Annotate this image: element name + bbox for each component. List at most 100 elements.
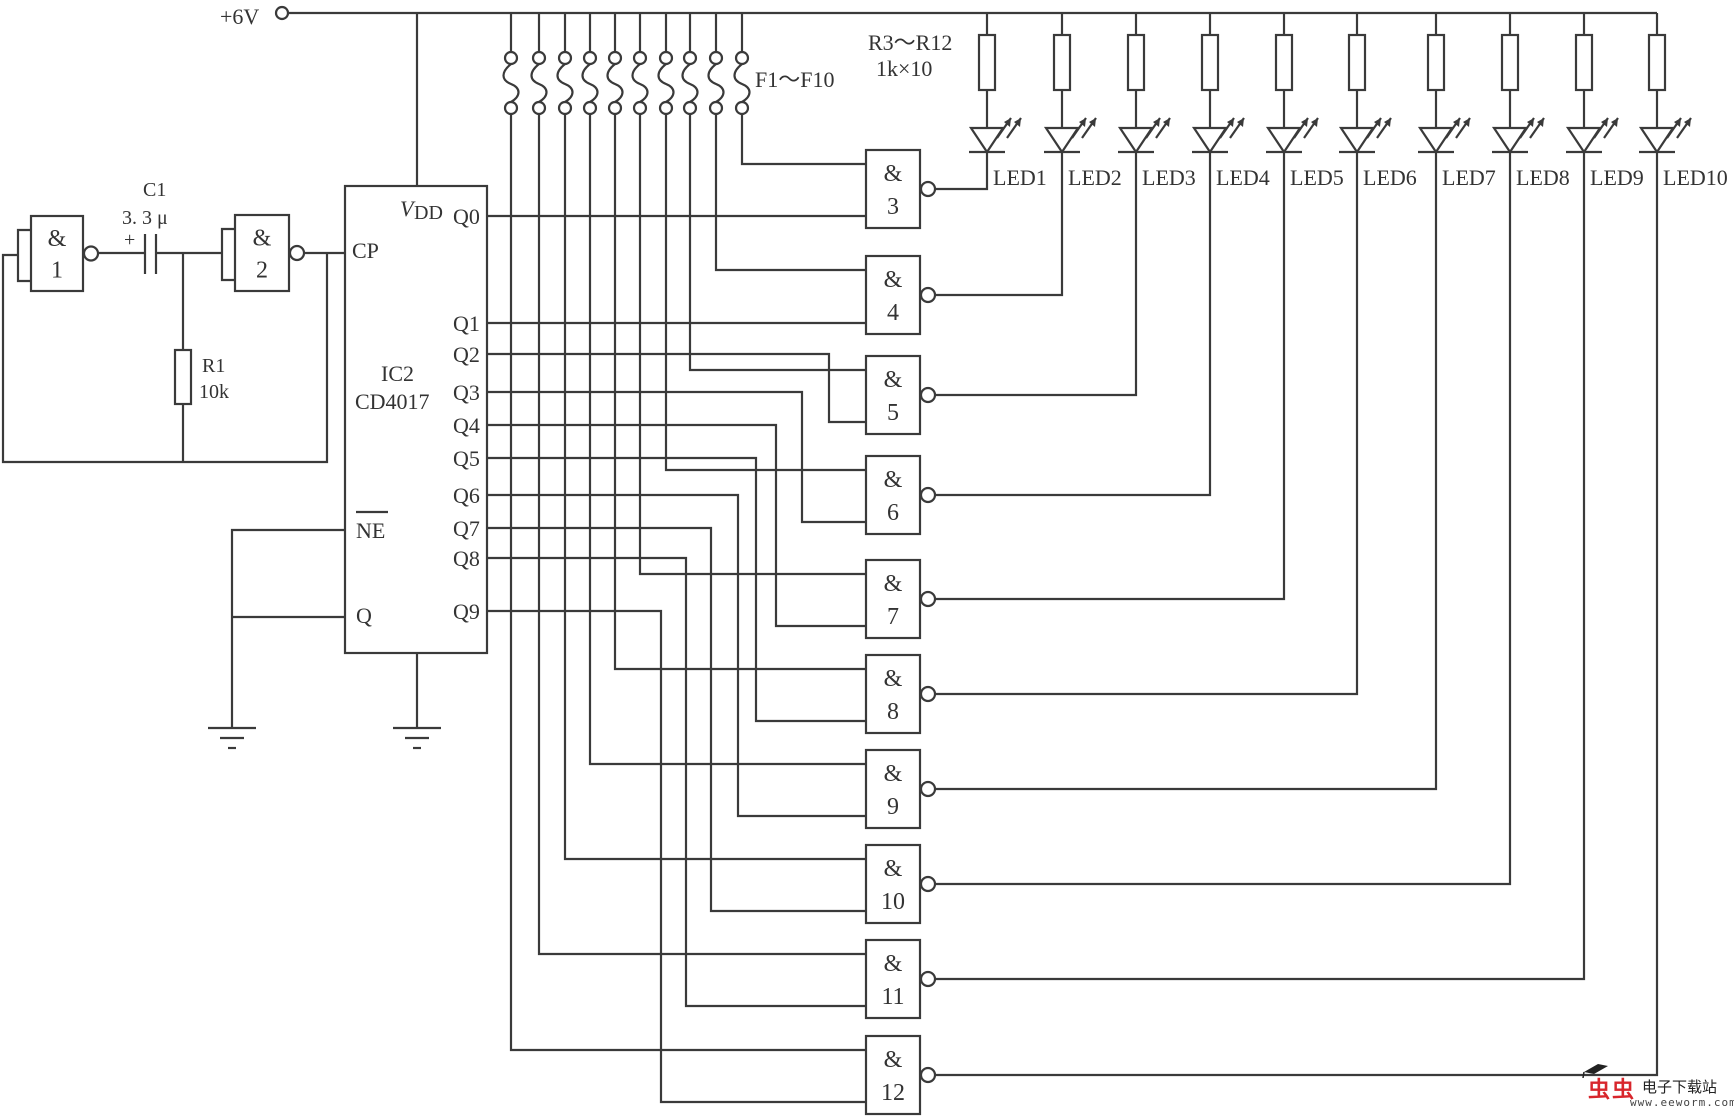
arrow-head [1674, 118, 1681, 127]
fuse-element [606, 63, 624, 103]
pin-q6-label: Q6 [453, 483, 480, 508]
q-to-gate-wire [487, 526, 866, 913]
led-7 [1417, 117, 1471, 154]
pin-q8-label: Q8 [453, 546, 480, 571]
watermark-brand: 虫虫 [1588, 1078, 1637, 1103]
gate-number: 7 [887, 604, 899, 630]
led-diode-body [1417, 126, 1455, 154]
led-label-3: LED3 [1142, 165, 1196, 190]
resistor-r1 [173, 348, 193, 406]
resistors-label-1: R3～R12 [868, 30, 952, 55]
fuse-f2 [530, 50, 548, 116]
ground-symbol-2 [393, 726, 441, 750]
gate-number: 11 [881, 984, 904, 1010]
watermark: 虫虫 电子下载站 www.eeworm.com [1578, 1062, 1734, 1112]
pin-q2-label: Q2 [453, 342, 480, 367]
gate-number: 2 [256, 257, 268, 283]
led-diode-body [968, 126, 1006, 154]
inverter-bubble [919, 180, 937, 198]
watermark-url: www.eeworm.com [1630, 1096, 1734, 1109]
arrow-head [1463, 118, 1470, 127]
fuse-terminal [734, 50, 750, 66]
fuse-to-gate-wire [509, 114, 866, 1052]
led-label-8: LED8 [1516, 165, 1570, 190]
fuse-to-gate-wire [613, 114, 866, 671]
arrow-head [1014, 118, 1021, 127]
led-label-2: LED2 [1068, 165, 1122, 190]
r1-name-label: R1 [202, 355, 225, 377]
inverter-bubble [919, 486, 937, 504]
led-diode-body [1565, 126, 1603, 154]
led-label-6: LED6 [1363, 165, 1417, 190]
vdd-label: V [400, 196, 416, 221]
led-9 [1565, 117, 1619, 154]
arrow-head [1374, 118, 1381, 127]
fuse-terminal [632, 100, 648, 116]
led-4 [1191, 117, 1245, 154]
fuse-to-gate-wire [638, 114, 866, 576]
fuse-f7 [657, 50, 675, 116]
gate-body [864, 354, 922, 436]
fuse-terminal [503, 50, 519, 66]
arrow-head [1004, 118, 1011, 127]
fuse-terminal [682, 50, 698, 66]
led-label-9: LED9 [1590, 165, 1644, 190]
led-diode-body [1117, 126, 1155, 154]
gate-symbol: & [48, 226, 67, 252]
ic2-name-label: IC2 [381, 361, 414, 386]
fuses-label: F1～F10 [755, 67, 834, 92]
fuse-to-gate-wire [664, 114, 866, 472]
led-3 [1117, 117, 1171, 154]
fuse-f5 [606, 50, 624, 116]
ground-symbol-1 [208, 726, 256, 750]
gate-number: 8 [887, 699, 899, 725]
led-label-7: LED7 [1442, 165, 1496, 190]
nand-gate-6: &6 [864, 454, 937, 536]
r1-value-label: 10k [199, 381, 229, 403]
fuse-f1 [502, 50, 520, 116]
gate-number: 6 [887, 500, 899, 526]
arrow-head [1089, 118, 1096, 127]
gate-to-led-wire [935, 160, 1586, 981]
supply-label: +6V [220, 4, 259, 29]
nand-gate-9: &9 [864, 748, 937, 830]
pin-q0-label: Q0 [453, 204, 480, 229]
nand-gate-2: &2 [233, 213, 306, 293]
arrow-head [1301, 118, 1308, 127]
gate-body [29, 214, 85, 293]
fuse-f3 [556, 50, 574, 116]
resistor-r5 [1126, 33, 1146, 92]
gate1-input-bracket [16, 228, 31, 283]
gate-to-led-wire [935, 160, 1359, 696]
led-diode-body [1191, 126, 1229, 154]
resistors-label-2: 1k×10 [876, 56, 932, 81]
fuse-terminal [632, 50, 648, 66]
gate-symbol: & [253, 225, 272, 251]
nand-gate-11: &11 [864, 938, 937, 1020]
fuse-terminal [557, 50, 573, 66]
nand-gate-10: &10 [864, 843, 937, 925]
pin-q9-label: Q9 [453, 599, 480, 624]
arrow-head [1227, 118, 1234, 127]
fuse-f9 [707, 50, 725, 116]
arrow-head [1453, 118, 1460, 127]
arrow-head [1079, 118, 1086, 127]
fuse-element [530, 63, 548, 103]
fuse-to-gate-wire [688, 114, 866, 372]
resistor-r8 [1347, 33, 1367, 92]
gate-number: 10 [881, 889, 905, 915]
arrow-head [1684, 118, 1691, 127]
fuse-terminal [531, 50, 547, 66]
inverter-bubble [919, 286, 937, 304]
led-label-4: LED4 [1216, 165, 1270, 190]
watermark-site: 电子下载站 [1642, 1078, 1718, 1096]
wires [1, 11, 1659, 1104]
arrow-head [1601, 118, 1608, 127]
fuse-terminal [582, 100, 598, 116]
fuse-to-gate-wire [537, 114, 866, 956]
gate-symbol: & [884, 267, 903, 293]
led-6 [1338, 117, 1392, 154]
arrow-head [1311, 118, 1318, 127]
fuse-f10 [733, 50, 751, 116]
